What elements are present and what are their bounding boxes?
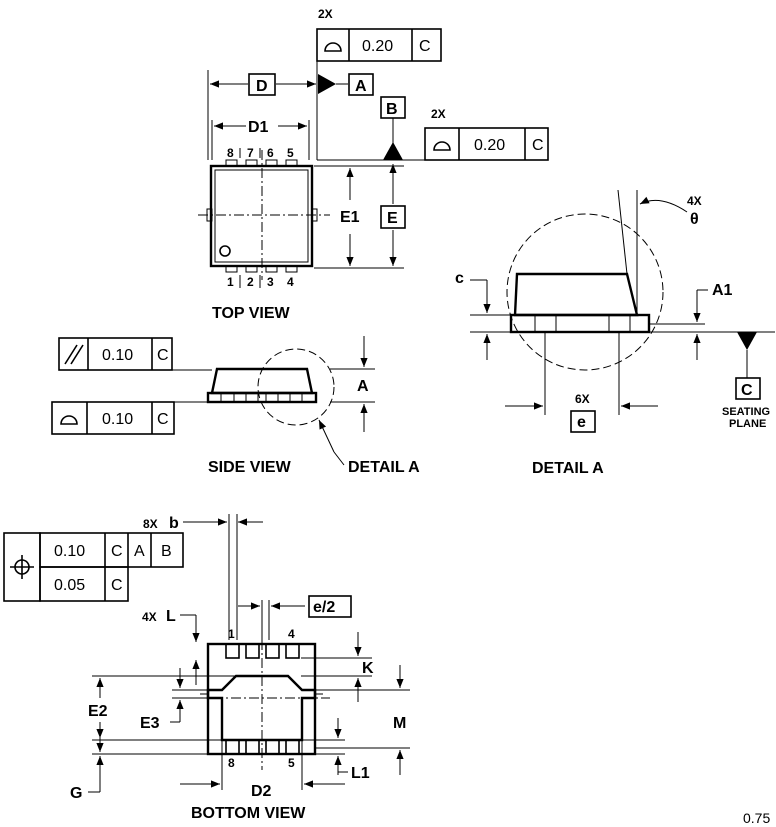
svg-text:0.05: 0.05 <box>54 577 85 594</box>
svg-text:M: M <box>393 715 406 732</box>
svg-text:1: 1 <box>228 627 235 641</box>
dim-D-box <box>248 73 276 96</box>
svg-text:θ: θ <box>690 211 699 228</box>
bottom-view: 0.10 C A B 0.05 C 8X b e/2 4X L 1 4 <box>3 514 410 822</box>
detail-a-title: DETAIL A <box>532 460 604 477</box>
svg-text:c: c <box>455 270 464 287</box>
position-icon <box>10 555 34 579</box>
scale-note: 0.75 <box>743 810 770 826</box>
svg-text:B: B <box>161 543 172 560</box>
position-fcf: 0.10 C A B 0.05 C <box>3 532 184 602</box>
svg-text:5: 5 <box>287 146 294 160</box>
package-body-side <box>210 367 314 395</box>
datum-B-triangle <box>383 142 403 160</box>
svg-text:E1: E1 <box>340 209 360 226</box>
svg-text:A: A <box>355 78 367 95</box>
profile-right-fcf: 0.20 C <box>424 127 549 161</box>
svg-text:C: C <box>741 382 753 399</box>
svg-text:e/2: e/2 <box>313 599 335 616</box>
svg-text:D1: D1 <box>248 119 269 136</box>
svg-text:C: C <box>157 411 169 428</box>
top-view-title: TOP VIEW <box>212 305 291 322</box>
profile-side-fcf: 0.10 C <box>51 401 175 435</box>
svg-text:8X: 8X <box>143 517 158 531</box>
svg-text:0.20: 0.20 <box>474 137 505 154</box>
svg-text:K: K <box>362 660 374 677</box>
svg-text:E2: E2 <box>88 703 108 720</box>
svg-text:L: L <box>166 608 176 625</box>
svg-text:PLANE: PLANE <box>729 418 766 430</box>
side-view-title: SIDE VIEW <box>208 459 292 476</box>
profile-icon <box>60 415 78 425</box>
svg-text:E3: E3 <box>140 715 160 732</box>
svg-text:0.20: 0.20 <box>362 38 393 55</box>
profile-icon <box>324 42 342 52</box>
svg-text:G: G <box>70 785 82 802</box>
svg-text:A1: A1 <box>712 282 733 299</box>
detail-a-callout-circle <box>257 348 335 426</box>
datum-C-box <box>735 377 761 400</box>
detail-a-view: 4X θ c A1 C SEATING PLANE 6X e DETAIL A <box>455 189 775 477</box>
svg-text:E: E <box>387 210 398 227</box>
svg-text:5: 5 <box>288 756 295 770</box>
svg-text:6: 6 <box>267 146 274 160</box>
profile-top-fcf: 0.20 C <box>316 28 442 62</box>
datum-A-triangle <box>318 74 336 94</box>
detail-body <box>513 272 639 317</box>
svg-text:4: 4 <box>287 275 294 289</box>
top-view: 2X 0.20 C D A D1 8 7 6 5 <box>198 7 549 322</box>
svg-text:B: B <box>386 101 398 118</box>
svg-text:SEATING: SEATING <box>722 406 770 418</box>
svg-text:b: b <box>169 515 179 532</box>
svg-text:e: e <box>577 414 586 431</box>
bottom-view-title: BOTTOM VIEW <box>191 805 306 822</box>
pin1-marker <box>219 245 231 257</box>
svg-text:C: C <box>111 577 123 594</box>
side-view: 0.10 C 0.10 C A <box>51 336 420 476</box>
svg-text:C: C <box>111 543 123 560</box>
datum-C-triangle <box>737 332 757 350</box>
svg-text:C: C <box>157 347 169 364</box>
svg-text:2: 2 <box>247 275 254 289</box>
profile-icon <box>433 141 451 151</box>
dim-E-box <box>380 205 406 229</box>
svg-text:4X: 4X <box>687 194 702 208</box>
svg-text:1: 1 <box>227 275 234 289</box>
parallel-icon <box>64 344 84 365</box>
detail-a-circle <box>506 213 664 371</box>
svg-text:8: 8 <box>228 756 235 770</box>
profile-top-multiplier: 2X <box>318 7 333 21</box>
svg-text:C: C <box>532 137 544 154</box>
svg-text:0.10: 0.10 <box>102 411 133 428</box>
svg-text:8: 8 <box>227 146 234 160</box>
dim-e2-box <box>308 595 352 618</box>
svg-text:D: D <box>256 78 268 95</box>
svg-text:6X: 6X <box>575 392 590 406</box>
svg-text:2X: 2X <box>431 107 446 121</box>
parallelism-fcf: 0.10 C <box>58 337 173 371</box>
svg-text:D2: D2 <box>251 783 272 800</box>
svg-text:7: 7 <box>247 146 254 160</box>
svg-text:A: A <box>134 543 145 560</box>
svg-text:C: C <box>419 38 431 55</box>
svg-text:A: A <box>357 378 369 395</box>
svg-text:4X: 4X <box>142 610 157 624</box>
svg-text:4: 4 <box>288 627 295 641</box>
datum-A-box <box>348 73 374 96</box>
svg-text:0.10: 0.10 <box>102 347 133 364</box>
detail-a-ref: DETAIL A <box>348 459 420 476</box>
dim-e-box <box>570 410 596 433</box>
svg-text:0.10: 0.10 <box>54 543 85 560</box>
svg-text:3: 3 <box>267 275 274 289</box>
svg-text:L1: L1 <box>351 765 370 782</box>
